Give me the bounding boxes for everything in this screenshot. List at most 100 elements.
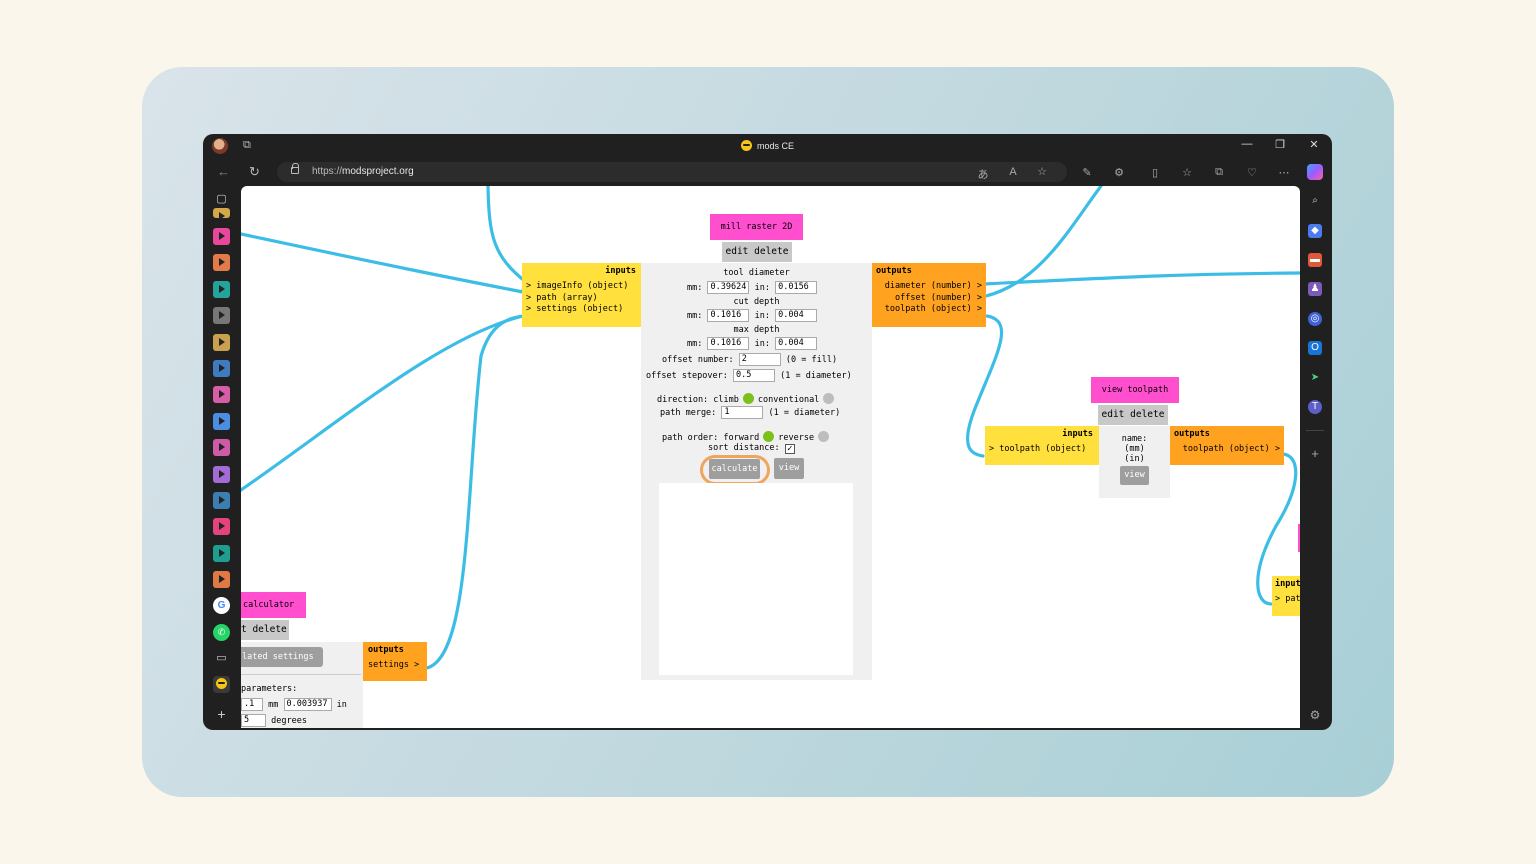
sidebar-tab-item[interactable] <box>213 412 230 430</box>
sidebar-tab-item[interactable] <box>213 360 230 377</box>
eyedropper-icon[interactable]: ✎ <box>1082 167 1092 179</box>
more-menu-icon[interactable]: ⋯ <box>1278 167 1290 179</box>
sidebar-tab-item[interactable] <box>213 465 230 483</box>
whatsapp-icon[interactable]: ✆ <box>213 624 230 641</box>
favorites-icon[interactable]: ☆ <box>1182 167 1192 179</box>
url-field[interactable]: https://modsproject.org あ A ☆ <box>277 162 1067 182</box>
teams-icon[interactable]: T <box>1308 400 1322 414</box>
sidebar-tab-item[interactable] <box>213 571 230 589</box>
view-toolpath-input[interactable]: > toolpath (object) <box>989 444 1087 454</box>
sidebar-tab-item[interactable] <box>213 228 230 245</box>
workspaces-icon[interactable]: ⧉ <box>243 139 251 151</box>
path-merge-input[interactable]: 1 <box>721 406 764 419</box>
refresh-icon[interactable]: ↻ <box>249 164 260 179</box>
address-bar: ← ↻ https://modsproject.org あ A ☆ ✎ ⚙ ▯ … <box>203 158 1332 186</box>
max-depth-mm-input[interactable]: 0.1016 <box>707 337 750 350</box>
sidebar-tab-item[interactable] <box>213 280 230 298</box>
extensions-icon[interactable]: ⚙ <box>1114 167 1124 179</box>
sidebar-tab-item[interactable] <box>213 544 230 562</box>
favorite-star-icon[interactable]: ☆ <box>1037 166 1047 178</box>
outlook-icon[interactable]: O <box>1308 341 1322 355</box>
calculated-settings-button[interactable]: lated settings <box>241 647 323 667</box>
browser-essentials-icon[interactable]: ♡ <box>1247 167 1257 179</box>
forward-radio[interactable] <box>763 431 775 442</box>
mm-label: mm: <box>687 339 703 349</box>
view-toolpath-outputs-label: outputs <box>1174 429 1210 439</box>
output-offset[interactable]: offset (number) > <box>895 292 982 303</box>
tool-diameter-mm-input[interactable]: 0.39624 <box>707 281 750 294</box>
minimize-icon[interactable]: — <box>1241 138 1253 150</box>
close-icon[interactable]: ✕ <box>1309 139 1319 151</box>
tool-diameter-in-input[interactable]: 0.0156 <box>775 281 818 294</box>
offset-number-input[interactable]: 2 <box>738 353 781 366</box>
mm-unit-label: (mm) <box>1124 444 1145 454</box>
cut-depth-mm-input[interactable]: 0.1016 <box>707 309 750 322</box>
offset-stepover-input[interactable]: 0.5 <box>733 369 776 382</box>
sidebar-tab-item[interactable] <box>213 386 230 404</box>
profile-avatar[interactable] <box>212 138 228 154</box>
param-in-input[interactable]: 0.003937 <box>283 698 332 711</box>
m365-icon[interactable]: ◎ <box>1308 312 1322 326</box>
search-icon[interactable]: ⌕ <box>1312 195 1318 206</box>
output-toolpath[interactable]: toolpath (object) > <box>884 304 982 314</box>
add-sidebar-app-icon[interactable]: + <box>1311 446 1319 461</box>
tools-icon[interactable]: ▬ <box>1308 253 1322 267</box>
split-screen-icon[interactable]: ▯ <box>1151 167 1159 179</box>
calculator-divider <box>241 674 361 675</box>
output-diameter[interactable]: diameter (number) > <box>884 281 982 291</box>
read-aloud-icon[interactable]: A <box>1009 166 1017 178</box>
copilot-icon[interactable] <box>1307 164 1323 180</box>
max-depth-in-input[interactable]: 0.004 <box>775 337 818 350</box>
collections-icon[interactable]: ⧉ <box>1215 166 1223 178</box>
mill-edit-button[interactable]: edit <box>725 246 749 257</box>
view-toolpath-delete-button[interactable]: delete <box>1130 409 1165 420</box>
mm-label: mm: <box>687 311 703 321</box>
mill-delete-button[interactable]: delete <box>754 246 789 257</box>
mill-outputs-panel: outputs diameter (number) > offset (numb… <box>872 263 986 327</box>
sidebar-tab-item[interactable] <box>213 492 230 509</box>
back-icon[interactable]: ← <box>217 164 230 179</box>
sidebar-tab-item[interactable] <box>213 518 230 536</box>
sidebar-tab-item[interactable] <box>213 254 230 272</box>
calculate-button[interactable]: calculate <box>709 459 760 479</box>
calculator-title[interactable]: calculator <box>241 592 306 618</box>
mill-raster-title[interactable]: mill raster 2D <box>710 214 803 240</box>
restore-icon[interactable]: ❐ <box>1275 139 1285 151</box>
mill-edit-delete: edit delete <box>722 242 792 262</box>
window-title: mods CE <box>203 140 1332 151</box>
translate-icon[interactable]: あ <box>977 169 989 181</box>
sidebar-tab-item[interactable] <box>213 208 230 220</box>
shopping-tag-icon[interactable]: ◆ <box>1308 224 1322 238</box>
games-icon[interactable]: ♟ <box>1308 282 1322 296</box>
sidebar-tab-item[interactable] <box>213 307 230 325</box>
send-icon[interactable]: ➤ <box>1310 372 1320 383</box>
view-toolpath-edit-button[interactable]: edit <box>1101 409 1125 420</box>
param-degrees-input[interactable]: 5 <box>241 714 266 727</box>
view-toolpath-view-button[interactable]: view <box>1120 466 1149 485</box>
partial-input[interactable]: > pat <box>1275 594 1300 604</box>
view-toolpath-title[interactable]: view toolpath <box>1091 377 1179 403</box>
new-tab-icon[interactable]: + <box>217 706 226 722</box>
tab-actions-icon[interactable]: ▢ <box>216 193 227 205</box>
climb-radio[interactable] <box>742 393 754 404</box>
mods-tab-icon[interactable] <box>213 676 230 693</box>
view-button[interactable]: view <box>774 458 804 479</box>
sidebar-tab-item[interactable] <box>213 439 230 457</box>
wire-view-to-right <box>1256 452 1298 606</box>
google-icon[interactable]: G <box>213 597 230 614</box>
input-imageinfo[interactable]: > imageInfo (object) <box>526 281 629 291</box>
calculator-output-settings[interactable]: settings > <box>368 660 420 670</box>
sidebar-tab-item[interactable] <box>213 333 230 351</box>
settings-gear-icon[interactable]: ⚙ <box>1309 708 1321 722</box>
document-icon[interactable]: ▭ <box>216 652 227 664</box>
reverse-radio[interactable] <box>818 431 830 442</box>
conventional-radio[interactable] <box>823 393 835 404</box>
input-path[interactable]: > path (array) <box>526 292 598 303</box>
calculator-edit-delete[interactable]: t delete <box>241 620 289 640</box>
sort-distance-checkbox[interactable]: ✓ <box>784 444 795 454</box>
mods-canvas[interactable]: mill raster 2D edit delete inputs > imag… <box>241 186 1300 728</box>
view-toolpath-output[interactable]: toolpath (object) > <box>1182 444 1280 454</box>
param-mm-input[interactable]: .1 <box>241 698 263 711</box>
input-settings[interactable]: > settings (object) <box>526 304 624 314</box>
cut-depth-in-input[interactable]: 0.004 <box>775 309 818 322</box>
